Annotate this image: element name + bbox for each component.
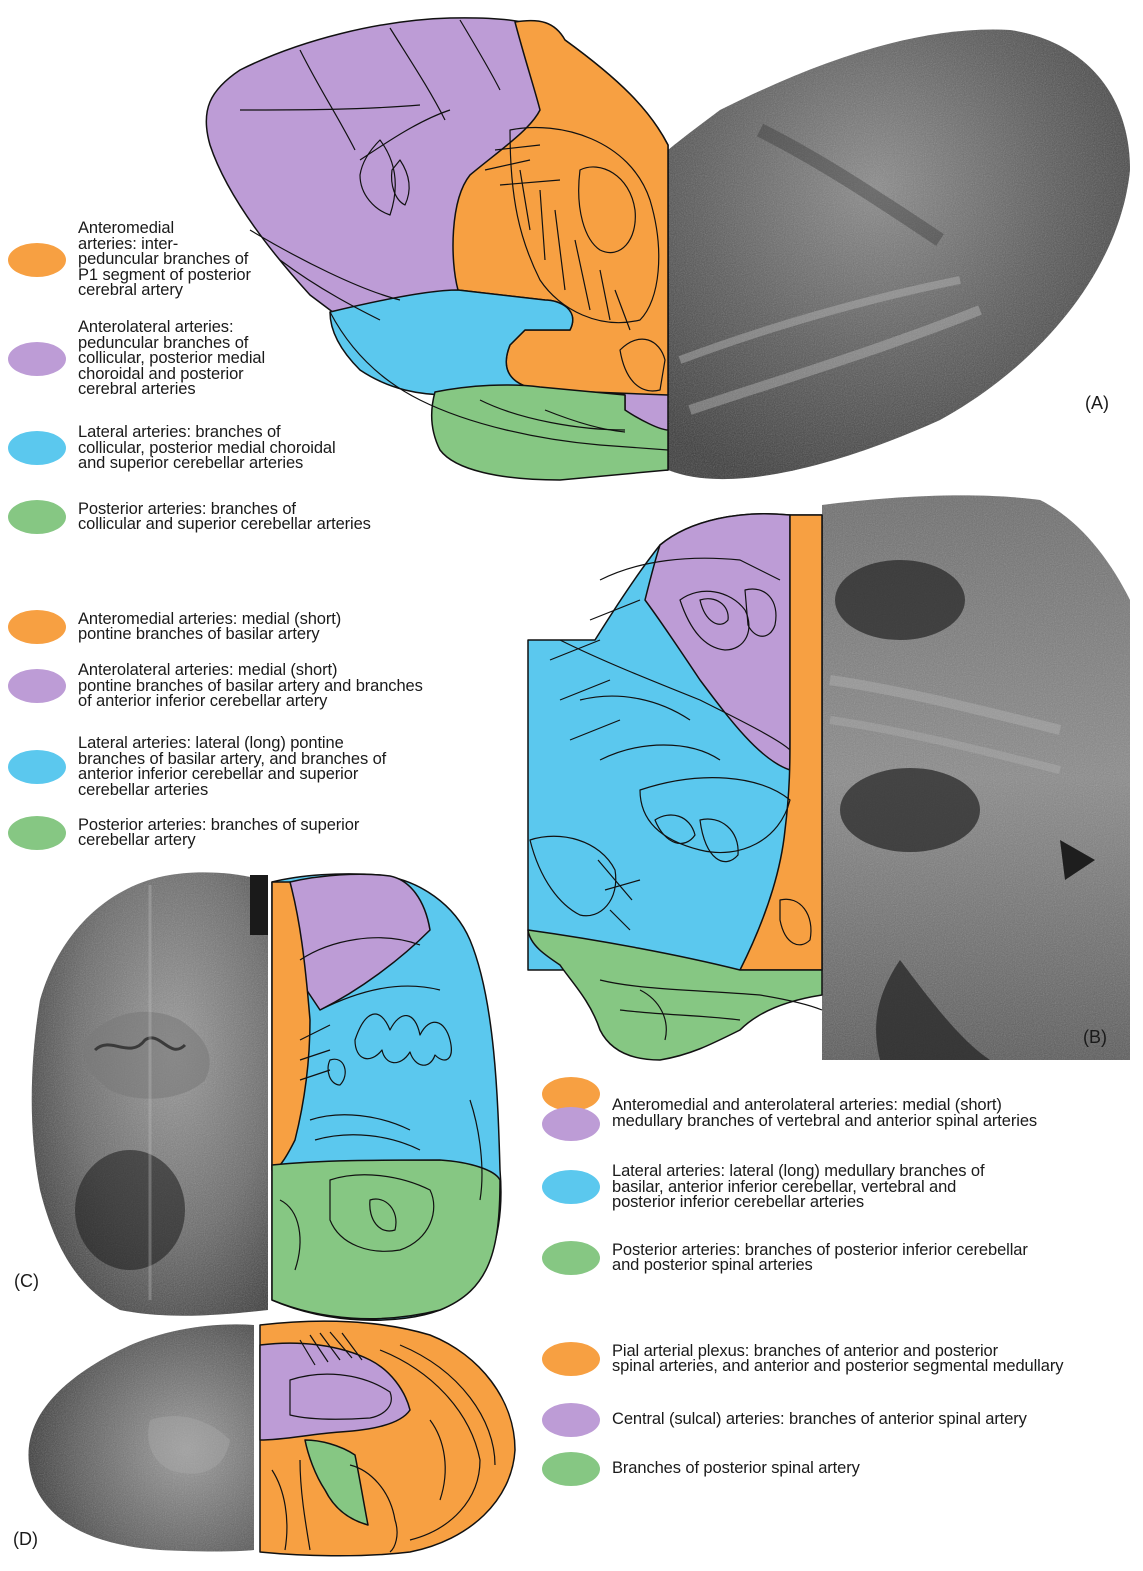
green-swatch xyxy=(542,1452,600,1486)
legend-a-text-1: Anteromedial arteries: inter- peduncular… xyxy=(78,221,251,299)
legend-a-item-3: Lateral arteries: branches of collicular… xyxy=(8,425,336,472)
blue-swatch xyxy=(8,431,66,465)
legend-b-text-4: Posterior arteries: branches of superior… xyxy=(78,818,359,849)
orange-swatch xyxy=(542,1077,600,1111)
legend-b-item-3: Lateral arteries: lateral (long) pontine… xyxy=(8,736,386,798)
panel-a-photo xyxy=(668,30,1130,480)
legend-c-item-1: Anteromedial and anterolateral arteries:… xyxy=(542,1077,1132,1157)
panel-b-drawing xyxy=(528,514,822,1060)
purple-swatch xyxy=(542,1403,600,1437)
legend-b-text-2: Anterolateral arteries: medial (short) p… xyxy=(78,663,423,710)
legend-a-item-1: Anteromedial arteries: inter- peduncular… xyxy=(8,221,251,299)
green-swatch xyxy=(542,1241,600,1275)
panel-label-b: (B) xyxy=(1083,1027,1107,1048)
legend-b-item-4: Posterior arteries: branches of superior… xyxy=(8,816,359,850)
purple-swatch xyxy=(8,669,66,703)
panel-b-photo xyxy=(822,495,1130,1060)
legend-d-item-1: Pial arterial plexus: branches of anteri… xyxy=(542,1342,1063,1376)
purple-swatch xyxy=(8,342,66,376)
panel-a-drawing xyxy=(206,18,668,480)
legend-c-text-2: Lateral arteries: lateral (long) medulla… xyxy=(612,1164,984,1211)
legend-c-item-3: Posterior arteries: branches of posterio… xyxy=(542,1241,1028,1275)
legend-a-text-3: Lateral arteries: branches of collicular… xyxy=(78,425,336,472)
green-swatch xyxy=(8,816,66,850)
panel-c-drawing xyxy=(272,874,501,1320)
panel-label-c: (C) xyxy=(14,1271,39,1292)
legend-a-text-4: Posterior arteries: branches of collicul… xyxy=(78,502,371,533)
legend-d-text-1: Pial arterial plexus: branches of anteri… xyxy=(612,1344,1063,1375)
legend-a-item-2: Anterolateral arteries: peduncular branc… xyxy=(8,320,265,398)
blue-swatch xyxy=(542,1170,600,1204)
legend-c-item-2: Lateral arteries: lateral (long) medulla… xyxy=(542,1164,984,1211)
legend-d-text-3: Branches of posterior spinal artery xyxy=(612,1461,860,1477)
legend-c-text-1: Anteromedial and anterolateral arteries:… xyxy=(612,1098,1037,1129)
legend-b-item-2: Anterolateral arteries: medial (short) p… xyxy=(8,663,423,710)
panel-label-d: (D) xyxy=(13,1529,38,1550)
legend-b-item-1: Anteromedial arteries: medial (short) po… xyxy=(8,610,341,644)
blue-swatch xyxy=(8,750,66,784)
orange-swatch xyxy=(8,610,66,644)
orange-swatch xyxy=(542,1342,600,1376)
legend-d-text-2: Central (sulcal) arteries: branches of a… xyxy=(612,1412,1027,1428)
purple-swatch xyxy=(542,1107,600,1141)
panel-label-a: (A) xyxy=(1085,393,1109,414)
legend-b-text-1: Anteromedial arteries: medial (short) po… xyxy=(78,612,341,643)
panel-d-photo xyxy=(28,1324,254,1551)
panel-d-drawing xyxy=(260,1321,515,1556)
legend-c-text-3: Posterior arteries: branches of posterio… xyxy=(612,1243,1028,1274)
legend-d-item-3: Branches of posterior spinal artery xyxy=(542,1452,860,1486)
panel-c-photo xyxy=(32,872,268,1315)
legend-a-text-2: Anterolateral arteries: peduncular branc… xyxy=(78,320,265,398)
orange-swatch xyxy=(8,243,66,277)
legend-b-text-3: Lateral arteries: lateral (long) pontine… xyxy=(78,736,386,798)
legend-d-item-2: Central (sulcal) arteries: branches of a… xyxy=(542,1403,1027,1437)
legend-a-item-4: Posterior arteries: branches of collicul… xyxy=(8,500,371,534)
green-swatch xyxy=(8,500,66,534)
